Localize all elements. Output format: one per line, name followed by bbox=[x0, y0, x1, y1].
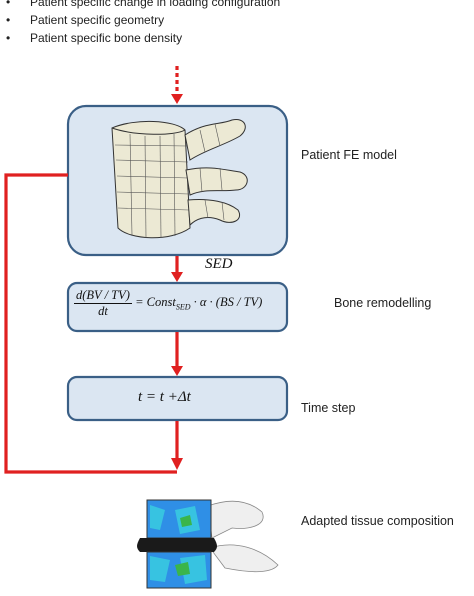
bypass-loop bbox=[4, 173, 177, 474]
vertebra-mesh-icon bbox=[111, 119, 248, 239]
remodelling-equation: d(BV / TV) dt = ConstSED · α · (BS / TV) bbox=[74, 288, 263, 318]
time-step-box bbox=[66, 375, 289, 422]
input-arrowhead bbox=[171, 94, 183, 104]
flow-arrows bbox=[4, 66, 183, 474]
remodel-arrowhead bbox=[171, 366, 183, 376]
sed-edge-label: SED bbox=[205, 256, 233, 272]
bullet-item: Patient specific geometry bbox=[6, 11, 280, 29]
fe-model-label: Patient FE model bbox=[301, 148, 397, 162]
sed-arrowhead bbox=[171, 272, 183, 282]
time-step-equation: t = t +Δt bbox=[138, 389, 191, 405]
input-bullet-list: Patient specific change in loading confi… bbox=[6, 0, 280, 47]
time-step-label: Time step bbox=[301, 401, 356, 415]
bullet-item: Patient specific change in loading confi… bbox=[6, 0, 280, 11]
time-step-arrowhead bbox=[171, 458, 183, 470]
bullet-item: Patient specific bone density bbox=[6, 29, 280, 47]
remodelling-label: Bone remodelling bbox=[334, 296, 432, 310]
adapted-vertebra-icon bbox=[137, 499, 279, 589]
remodelling-box bbox=[66, 281, 289, 333]
adapted-label: Adapted tissue composition bbox=[301, 514, 454, 528]
